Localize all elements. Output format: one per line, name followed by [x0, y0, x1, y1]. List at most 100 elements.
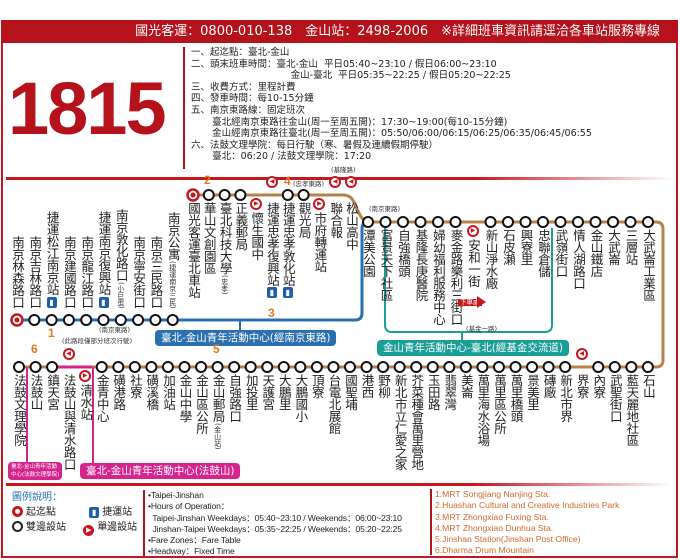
- terminal-icon: [12, 506, 23, 517]
- landmark-line: 3.MRT Zhongxiao Fuxing Sta.: [435, 511, 549, 522]
- station-name: 新北市界: [558, 374, 574, 422]
- legend: 圖例說明： 起迄點 ▮捷運站 雙邊設站 ▶單邊設站: [12, 490, 137, 536]
- station-name: 美崙: [458, 374, 474, 398]
- road-note: (忠孝東路): [293, 180, 325, 188]
- alight-label: 下車處: [458, 298, 482, 306]
- station-name: 松山高中: [344, 202, 359, 250]
- station-name: 臺北科技大學: [217, 202, 233, 274]
- stop-icon: [572, 216, 584, 228]
- single-side-icon: ▶: [83, 525, 95, 536]
- station-name: 大武崙工業區: [641, 229, 656, 301]
- station-name: 清水站: [78, 384, 94, 420]
- station-name: 翡翠灣: [442, 374, 458, 410]
- route-label-dila: 臺北-金山青年活動 中心(法鼓文理學院): [8, 462, 63, 480]
- station-note: (金山站): [213, 423, 222, 450]
- station-name: 婦幼福利服務中心: [431, 229, 446, 325]
- landmarks-english: 1.MRT Songjiang Nanjing Sta.2.Huashan Cu…: [430, 489, 619, 555]
- station-name: 金青中心: [94, 374, 110, 422]
- road-note: (基金一路): [466, 325, 498, 333]
- station-name: 磺溪橋: [144, 374, 160, 410]
- stop-icon: [45, 314, 58, 326]
- mrt-icon: ▮: [98, 297, 109, 308]
- station-name: 南京三民路口: [148, 236, 164, 308]
- station-name: 磺港路: [111, 374, 127, 410]
- stop-icon: [589, 216, 602, 228]
- station-name: 萬里海水浴場: [475, 374, 491, 446]
- station-name: 南京寧安街口: [131, 236, 147, 308]
- info-line: 四、發車時間：每10-15分鐘: [191, 93, 314, 105]
- info-line: 一、起迄點：臺北-金山: [191, 47, 290, 58]
- station-name: 興寮里: [518, 229, 534, 265]
- stop-icon: [459, 361, 472, 373]
- stop-icon: [178, 361, 191, 373]
- info-line: 二、頭末班車時間：臺北-金山 平日05:40~23:10 / 假日06:00~2…: [191, 58, 497, 70]
- stop-icon: [46, 361, 59, 373]
- station-name: 富景天下社區: [378, 229, 394, 301]
- station-name: 芥菜種會萬里營地: [409, 374, 425, 470]
- legend-mrt: 捷運站: [102, 507, 133, 518]
- stop-icon: [234, 189, 247, 201]
- station-name: 藍天麗地社區: [624, 374, 640, 446]
- station-name: 界寮: [574, 374, 590, 398]
- legend-title: 圖例說明：: [12, 492, 62, 503]
- hours-line: •Hours of Operation：: [148, 501, 230, 512]
- stop-icon: [542, 361, 555, 373]
- station-name: 台電北展館: [326, 374, 342, 434]
- info-line: 金山經南京東路往臺北(周一至周五開)：05:50/06:00/06:15/06:…: [191, 128, 592, 140]
- route-info: 一、起迄點：臺北-金山二、頭末班車時間：臺北-金山 平日05:40~23:10 …: [183, 47, 592, 169]
- stop-icon: [492, 361, 505, 373]
- station-name: 大鵬里: [276, 374, 292, 410]
- stop-icon: [149, 314, 162, 326]
- station-name: 捷運南京復興站: [96, 211, 112, 295]
- mrt-icon: ▮: [46, 297, 57, 308]
- stop-icon: [432, 216, 444, 228]
- stop-icon: [195, 361, 208, 373]
- station-name: 頂寮: [309, 374, 325, 398]
- stop-icon: [166, 314, 179, 326]
- station-name: 金山中學: [177, 374, 193, 422]
- stop-icon: [426, 361, 439, 373]
- hours-line: •Taipei-Jinshan: [148, 490, 204, 500]
- station-name: 聯合報: [328, 202, 344, 238]
- stop-icon: [519, 216, 532, 228]
- stop-icon: [414, 216, 427, 228]
- info-line: 臺北：06:20 / 法鼓文理學院：17:20: [191, 151, 372, 163]
- stop-icon: [410, 361, 423, 373]
- station-name: 萬里區公所: [491, 374, 507, 434]
- station-name: 加投里: [243, 374, 259, 410]
- station-name: 華山文創園區: [201, 202, 217, 274]
- landmark-line: 1.MRT Songjiang Nanjing Sta.: [435, 489, 551, 499]
- station-name: 鎮天宮: [45, 374, 61, 410]
- stop-icon: [97, 314, 110, 326]
- stop-icon: [397, 216, 409, 228]
- stop-icon: [112, 361, 125, 373]
- station-name: 武嶺街口: [553, 229, 569, 277]
- hours-line: •Fare Zones：Fare Table: [148, 535, 241, 546]
- road-note: (基隆路): [331, 166, 356, 174]
- station-note: (忠孝): [220, 275, 229, 295]
- station-name: 捷運忠孝敦化站: [280, 202, 296, 286]
- station-name: 潭美公園: [361, 229, 376, 277]
- stop-icon: [211, 361, 224, 373]
- info-line: 五、南京東路線：固定班次: [191, 104, 306, 116]
- landmark-line: 6.Dharma Drum Mountain: [435, 545, 534, 556]
- single-side-right-icon: ▶: [250, 198, 263, 210]
- station-name: 加油站: [160, 374, 176, 410]
- station-name: 萬里橋頭: [508, 374, 524, 422]
- stop-icon: [554, 216, 567, 228]
- terminal-dot: [190, 192, 196, 198]
- divider: [6, 483, 674, 486]
- mrt-icon: ▮: [267, 287, 277, 298]
- road-note: (南京東路): [369, 205, 401, 213]
- stop-icon: [114, 314, 127, 326]
- station-name: 野柳: [376, 374, 392, 398]
- station-name: 法鼓山與清水路口: [61, 374, 77, 470]
- info-line: 金山-臺北 平日05:35~22:25 / 假日05:20~22:25: [191, 70, 511, 82]
- stop-icon: [509, 361, 522, 373]
- stop-icon: [608, 361, 621, 373]
- stop-icon: [261, 361, 274, 373]
- station-name: 南京林森路口: [10, 236, 25, 308]
- station-name: 天護宮: [260, 374, 276, 410]
- stop-icon: [218, 189, 231, 201]
